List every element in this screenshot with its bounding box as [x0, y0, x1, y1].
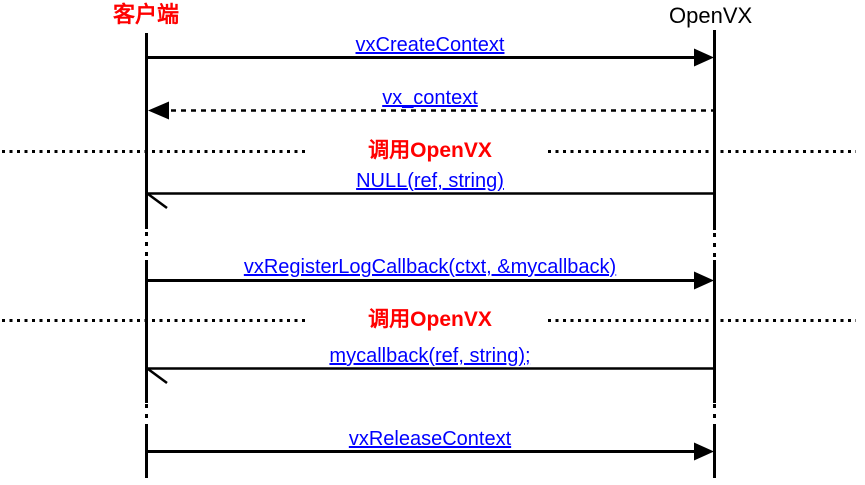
arrow-null-ref-string: [147, 192, 713, 210]
message-label-null-ref-string: NULL(ref, string): [356, 170, 504, 192]
arrow-vx-context: [148, 101, 713, 120]
message-label-vxregisterlogcallback: vxRegisterLogCallback(ctxt, &mycallback): [243, 256, 617, 278]
arrow-mycallback: [147, 367, 713, 385]
half-barb-icon: [147, 367, 168, 385]
divider-label-call-openvx-2: 调用OpenVX: [368, 308, 492, 331]
message-label-vxcreatecontext: vxCreateContext: [355, 34, 505, 56]
message-label-vx-context: vx_context: [382, 87, 478, 109]
arrow-vxreleasecontext: [148, 442, 714, 461]
arrowhead-left-icon: [148, 101, 169, 120]
arrow-vxregisterlogcallback: [148, 271, 714, 290]
message-label-vxreleasecontext: vxReleaseContext: [348, 428, 512, 450]
half-barb-icon: [147, 192, 168, 210]
participant-client-label: 客户端: [113, 2, 180, 27]
participant-openvx-label: OpenVX: [669, 3, 753, 28]
message-label-mycallback: mycallback(ref, string);: [329, 345, 531, 367]
divider-label-call-openvx-1: 调用OpenVX: [368, 139, 492, 162]
arrow-vxcreatecontext: [148, 48, 714, 67]
arrowhead-right-icon: [694, 442, 714, 461]
arrowhead-right-icon: [694, 48, 714, 67]
arrowhead-right-icon: [694, 271, 714, 290]
